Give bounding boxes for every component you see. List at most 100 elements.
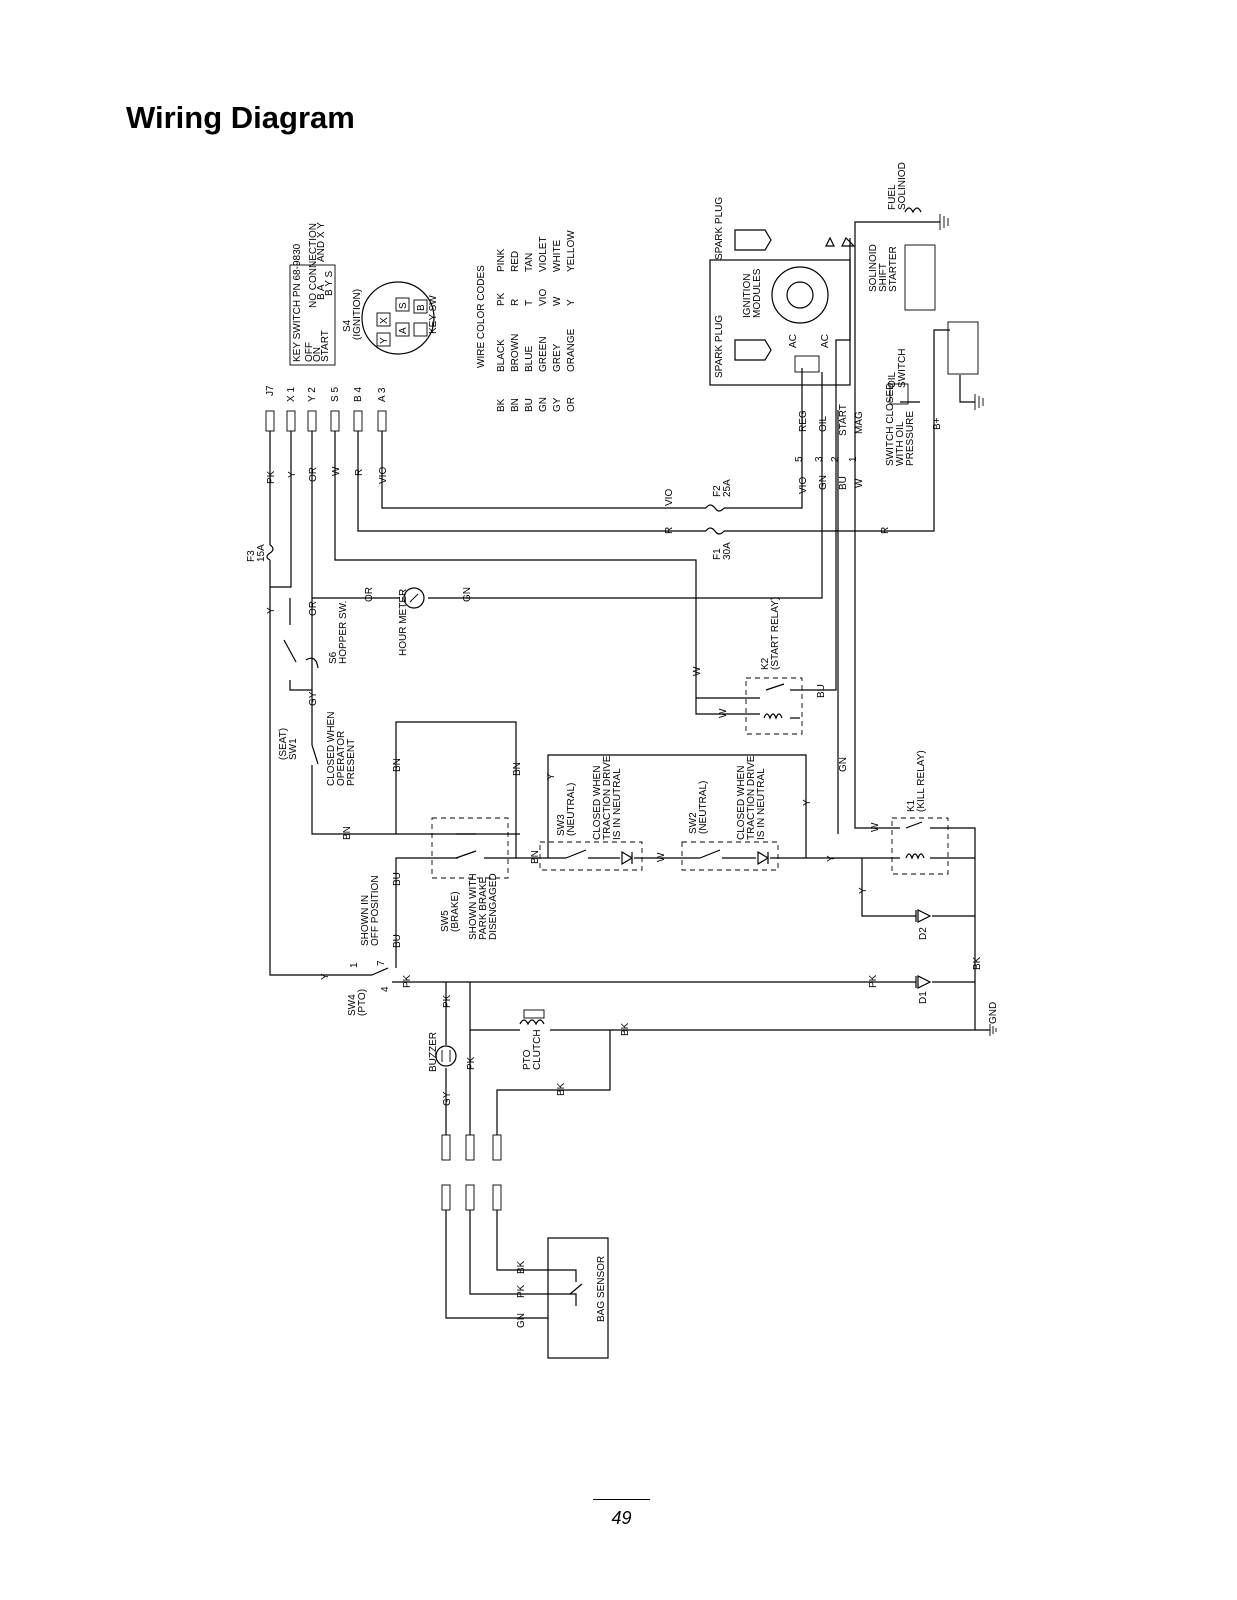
terminal-oil: OIL — [818, 415, 829, 432]
wire-label-r-j7: R — [354, 469, 365, 476]
sw4-note: SHOWN INOFF POSITION — [360, 875, 381, 946]
sw3-note: CLOSED WHENTRACTION DRIVEIS IN NEUTRAL — [592, 755, 623, 840]
key-no-connection: NO CONNECTION — [308, 223, 319, 308]
wire-label-gn-meter: GN — [462, 587, 473, 602]
wire-label-gn-k1: GN — [838, 757, 849, 772]
legend-name-orange: ORANGE — [566, 328, 577, 372]
key-pos-on: ON — [312, 347, 323, 362]
wire-label-vio-f2: VIO — [664, 489, 675, 506]
j7-label: J7 — [265, 385, 276, 396]
connector-j7 — [265, 410, 387, 432]
start-relay-label: K2(START RELAY) — [760, 597, 781, 670]
ac-label-1: AC — [788, 334, 799, 348]
wire-label-or-meter: OR — [364, 587, 375, 602]
harness-connectors — [441, 1134, 502, 1211]
terminal-mag: MAG — [854, 411, 865, 434]
wire-label-gn-sensor: GN — [516, 1313, 527, 1328]
hour-meter-label: HOUR METER — [398, 589, 409, 656]
legend-code-bu: BU — [524, 398, 535, 412]
legend-name-tan: TAN — [524, 253, 535, 272]
ac-label-2: AC — [820, 334, 831, 348]
wire-label-pk-harness: PK — [466, 1056, 477, 1070]
terminal-pin-3: 3 — [814, 456, 825, 462]
hopper-switch-label: S6HOPPER SW. — [328, 601, 349, 664]
wire-label-pk-sensor: PK — [516, 1284, 527, 1298]
wire-label-y-sw4: Y — [320, 973, 331, 980]
legend-code-y: Y — [566, 299, 577, 306]
wire-label-bn-left: BN — [392, 758, 403, 772]
engine-block — [709, 207, 979, 405]
legend-code-gy: GY — [552, 397, 563, 412]
key-b-a: B A — [316, 284, 327, 300]
wire-label-pk-sw4: PK — [402, 974, 413, 988]
key-face-a: A — [398, 327, 409, 334]
page-number: 49 — [611, 1508, 632, 1528]
wire-color-legend: WIRE COLOR CODES BK BN BU GN GY OR BLACK… — [476, 230, 577, 412]
bag-sensor-box — [547, 1237, 609, 1359]
wire-label-y-f3: Y — [266, 607, 277, 614]
diodes — [621, 236, 932, 989]
seat-switch-note: CLOSED WHENOPERATORPRESENT — [326, 712, 357, 786]
legend-name-black: BLACK — [496, 339, 507, 372]
seat-switch-label: (SEAT)SW1 — [278, 728, 299, 760]
d2-label: D2 — [918, 927, 929, 940]
fuel-solenoid-label: FUELSOLINIOD — [887, 162, 908, 210]
bag-sensor-label: BAG SENSOR — [596, 1256, 607, 1322]
legend-name-red: RED — [510, 251, 521, 272]
footer-rule — [593, 1499, 650, 1500]
legend-code-bk: BK — [496, 398, 507, 412]
key-and-xy: AND X Y — [316, 222, 327, 262]
j7-pin-y2: Y 2 — [307, 387, 318, 402]
key-face-x: X — [379, 317, 390, 324]
legend-code-r: R — [510, 299, 521, 306]
wires — [269, 221, 990, 1319]
sw4-pin-1: 1 — [349, 962, 360, 968]
sw5-label: SW5(BRAKE) — [440, 891, 461, 932]
wire-label-gy-seat: GY — [308, 691, 319, 706]
fuses — [266, 504, 725, 561]
fuse-f2-label: F225A — [712, 479, 733, 497]
fuse-f3-label: F315A — [246, 544, 267, 562]
legend-name-white: WHITE — [552, 239, 563, 272]
wire-label-y-loop: Y — [802, 799, 813, 806]
legend-code-or: OR — [566, 397, 577, 412]
wire-label-gn-oil: GN — [818, 475, 829, 490]
wire-label-bk-harness: BK — [556, 1082, 567, 1096]
wire-label-bn-seat: BN — [342, 826, 353, 840]
sw4-pin-4: 4 — [380, 986, 391, 992]
fuse-f1-label: F130A — [712, 542, 733, 560]
wire-labels: PK Y OR W R VIO VIO R R VIO GN BU W Y OR… — [266, 466, 983, 1328]
wire-label-y-d2: Y — [858, 887, 869, 894]
oil-pressure-label: SWITCH CLOSEDWITH OILPRESSURE — [885, 383, 916, 466]
wire-label-y-j7: Y — [287, 471, 298, 478]
legend-code-vio: VIO — [538, 289, 549, 306]
gnd-label: GND — [988, 1002, 999, 1024]
key-switch-labels: KEY SWITCH PN 68-9830 OFF ON START NO CO… — [292, 222, 439, 362]
key-face-y: Y — [379, 337, 390, 344]
key-s4: S4 — [342, 319, 353, 332]
wire-label-w-k2a: W — [692, 666, 703, 676]
key-b-y-s: B Y S — [324, 270, 335, 296]
sw4-pin-7: 7 — [376, 960, 387, 966]
wire-label-vio-j7: VIO — [378, 467, 389, 484]
hour-meter-symbol — [403, 587, 425, 609]
buzzer-label: BUZZER — [428, 1032, 439, 1072]
relay-boxes — [431, 677, 949, 879]
sw3-label: SW3(NEUTRAL) — [556, 783, 577, 836]
pto-clutch-symbol — [519, 1009, 545, 1026]
wire-label-bk-clutch: BK — [620, 1022, 631, 1036]
wire-label-bk-gnd: BK — [972, 956, 983, 970]
wire-label-pk-j7: PK — [266, 470, 277, 484]
fuse-labels: F130A F225A F315A — [246, 479, 733, 562]
legend-name-grey: GREY — [552, 343, 563, 372]
legend-name-green: GREEN — [538, 336, 549, 372]
ignition-modules-label: IGNITIONMODULES — [742, 268, 763, 318]
legend-title: WIRE COLOR CODES — [476, 265, 487, 368]
engine-labels: SPARK PLUG SPARK PLUG IGNITIONMODULES AC… — [714, 162, 943, 466]
wire-label-w-k1: W — [870, 822, 881, 832]
wire-label-bu-k2: BU — [816, 684, 827, 698]
wire-label-bn-sw5: BN — [530, 850, 541, 864]
legend-code-gn: GN — [538, 397, 549, 412]
legend-name-yellow: YELLOW — [566, 230, 577, 272]
buzzer-symbol — [435, 1045, 457, 1067]
